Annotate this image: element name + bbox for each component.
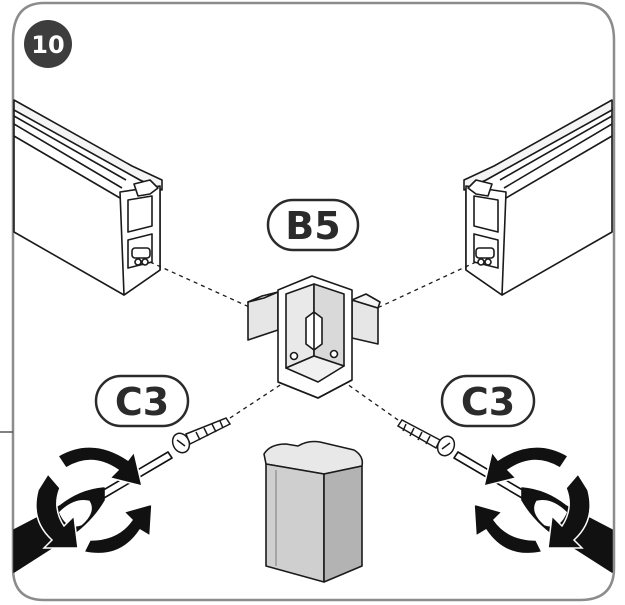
part-label-c3-right-text: C3 xyxy=(461,380,515,424)
part-label-c3-left-text: C3 xyxy=(115,380,169,424)
step-badge: 10 xyxy=(24,20,72,68)
part-label-b5: B5 xyxy=(266,198,360,252)
screw-left xyxy=(171,417,232,454)
right-profile xyxy=(463,99,613,296)
rotate-arrows-right-icon xyxy=(473,446,591,555)
step-number: 10 xyxy=(31,31,64,59)
step-frame xyxy=(11,1,616,602)
left-profile xyxy=(13,99,163,296)
screw-right xyxy=(396,419,456,457)
corner-bracket xyxy=(247,275,381,399)
rotate-arrows-left-icon xyxy=(35,446,153,555)
part-label-b5-text: B5 xyxy=(285,204,340,248)
part-label-c3-left: C3 xyxy=(94,374,190,428)
end-cap xyxy=(263,440,364,583)
part-label-c3-right: C3 xyxy=(440,374,536,428)
